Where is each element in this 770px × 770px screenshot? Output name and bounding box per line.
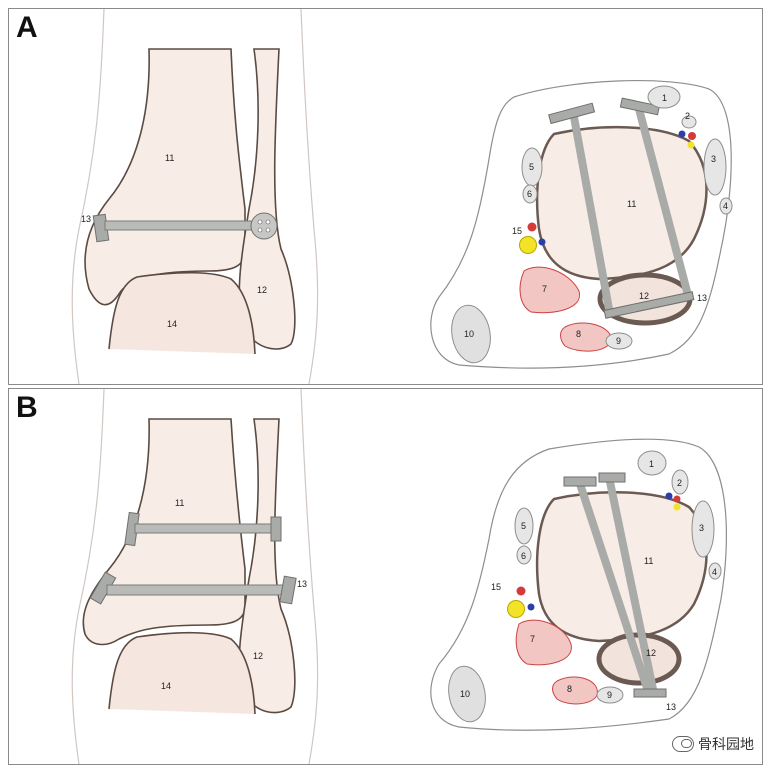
label-screw-b: 13 (297, 579, 307, 589)
leg-outline-left-b (72, 389, 104, 764)
xlabel-6: 6 (527, 189, 532, 199)
screw-upper (135, 524, 277, 533)
xlabel-7-b: 7 (530, 634, 535, 644)
screw-head-upper-lateral (271, 517, 281, 541)
screw-lower (107, 585, 287, 595)
xlabel-13-b: 13 (666, 702, 676, 712)
xlabel-4-b: 4 (712, 567, 717, 577)
artery-posterior-b (517, 587, 526, 596)
muscle-8-b (553, 677, 598, 704)
vein-posterior-b (528, 604, 535, 611)
panel-b-drawing: 11 12 13 14 1 2 3 4 5 6 7 8 9 (9, 389, 762, 764)
xlabel-11-b: 11 (644, 556, 653, 566)
button-washer (251, 213, 277, 239)
screw-head-2-b (599, 473, 625, 482)
panel-b: B 11 12 13 14 (8, 388, 763, 765)
button-plate-b (634, 689, 666, 697)
label-fibula-b: 12 (253, 651, 263, 661)
xlabel-12-b: 12 (646, 648, 656, 658)
talus-frontal-b (109, 633, 255, 714)
xlabel-6-b: 6 (521, 551, 526, 561)
tibia-frontal (85, 49, 245, 305)
xlabel-1-b: 1 (649, 459, 654, 469)
xlabel-12: 12 (639, 291, 649, 301)
xlabel-13: 13 (697, 293, 707, 303)
xlabel-7: 7 (542, 284, 547, 294)
xlabel-10-b: 10 (460, 689, 470, 699)
leg-outline-left (72, 9, 104, 384)
xlabel-2: 2 (685, 111, 690, 121)
label-fibula: 12 (257, 285, 267, 295)
vein-posterior (539, 239, 546, 246)
label-talus: 14 (167, 319, 177, 329)
tendon-3 (704, 139, 726, 195)
artery-anterior-b (674, 496, 681, 503)
xlabel-9: 9 (616, 336, 621, 346)
artery-anterior (688, 132, 696, 140)
xlabel-1: 1 (662, 93, 667, 103)
xlabel-11: 11 (627, 199, 636, 209)
xlabel-4: 4 (723, 201, 728, 211)
xlabel-3: 3 (711, 154, 716, 164)
nerve-posterior (520, 237, 537, 254)
panel-a: A 11 12 13 14 (8, 8, 763, 385)
artery-posterior (528, 223, 537, 232)
xlabel-8-b: 8 (567, 684, 572, 694)
vein-anterior (679, 131, 686, 138)
watermark-text: 骨科园地 (698, 734, 754, 754)
panel-a-drawing: 11 12 13 14 1 2 3 4 5 (9, 9, 762, 384)
wechat-icon (672, 736, 694, 752)
xlabel-5-b: 5 (521, 521, 526, 531)
xlabel-15: 15 (512, 226, 522, 236)
xlabel-15-b: 15 (491, 582, 501, 592)
label-talus-b: 14 (161, 681, 171, 691)
xlabel-5: 5 (529, 162, 534, 172)
leg-outline-right-b (301, 389, 318, 764)
xlabel-8: 8 (576, 329, 581, 339)
screw-head-1-b (564, 477, 596, 486)
nerve-posterior-b (508, 601, 525, 618)
nerve-anterior-b (674, 504, 681, 511)
label-screw: 13 (81, 214, 91, 224)
watermark: 骨科园地 (672, 734, 754, 754)
screw-head-lower-lateral (280, 576, 296, 604)
syndesmotic-screw (105, 221, 257, 230)
leg-outline-right (301, 9, 318, 384)
vein-anterior-b (666, 493, 673, 500)
xlabel-2-b: 2 (677, 478, 682, 488)
xlabel-10: 10 (464, 329, 474, 339)
label-tibia-b: 11 (175, 498, 184, 508)
talus-frontal (109, 273, 255, 354)
xlabel-9-b: 9 (607, 690, 612, 700)
xlabel-3-b: 3 (699, 523, 704, 533)
label-tibia: 11 (165, 153, 174, 163)
nerve-anterior (688, 142, 695, 149)
